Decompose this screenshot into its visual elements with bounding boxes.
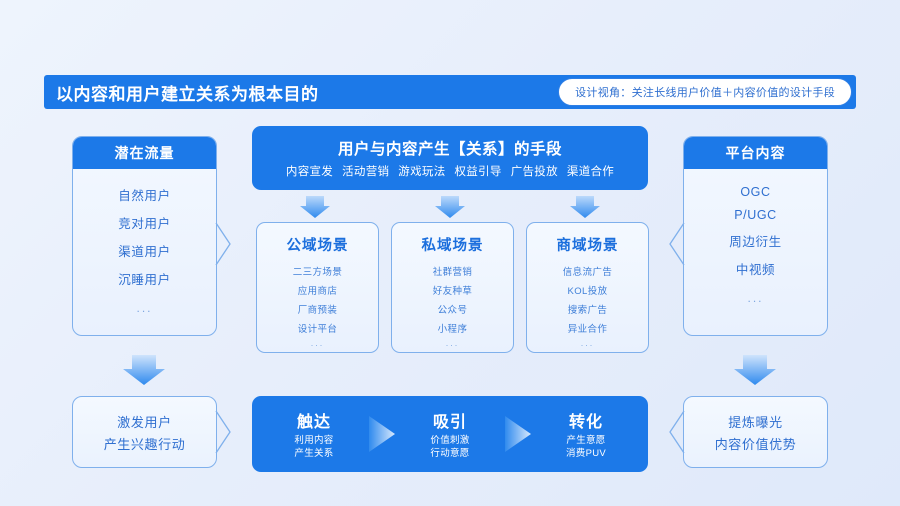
list-item: 自然用户: [118, 189, 171, 203]
method-tag: 活动营销: [342, 166, 390, 178]
list-item: KOL投放: [567, 286, 608, 297]
method-tag: 游戏玩法: [398, 166, 446, 178]
card-commercial-domain-scene-title: 商域场景: [556, 238, 619, 254]
arrow-down-icon: [300, 196, 330, 218]
list-item: OGC: [740, 185, 771, 199]
funnel-step-title: 吸引: [432, 413, 467, 431]
method-tag: 广告投放: [510, 166, 558, 178]
card-platform-content-body: OGC P/UGC 周边衍生 中视频 ...: [684, 169, 827, 305]
card-potential-traffic-title: 潜在流量: [114, 145, 175, 161]
private-domain-scene-ellipsis: ...: [445, 338, 460, 348]
platform-content-list: OGC P/UGC 周边衍生 中视频: [729, 185, 781, 278]
potential-traffic-list: 自然用户 竞对用户 渠道用户 沉睡用户: [118, 185, 170, 288]
arrow-right-icon: [367, 414, 397, 454]
funnel-step-line2: 消费PUV: [565, 447, 607, 459]
funnel-step-convert: 转化 产生意愿 消费PUV: [540, 408, 632, 461]
potential-traffic-ellipsis: ...: [136, 301, 153, 315]
relationship-methods-tags: 内容宣发 活动营销 游戏玩法 权益引导 广告投放 渠道合作: [286, 163, 614, 179]
card-commercial-domain-scene: 商域场景 信息流广告 KOL投放 搜索广告 异业合作 ...: [526, 222, 649, 353]
public-domain-scene-list: 二三方场景 应用商店 厂商预装 设计平台: [293, 264, 343, 335]
conversion-funnel-bar: 触达 利用内容 产生关系 吸引 价值刺激 行动意愿: [252, 396, 648, 472]
slide-title-bar: 以内容和用户建立关系为根本目的 设计视角：关注长线用户价值＋内容价值的设计手段: [44, 75, 856, 109]
chevron-right-icon: [215, 410, 232, 454]
commercial-domain-scene-ellipsis: ...: [580, 338, 595, 348]
funnel-step-line1: 利用内容: [294, 434, 334, 446]
list-item: 应用商店: [297, 286, 338, 297]
funnel-step-line1: 产生意愿: [566, 434, 606, 446]
card-potential-traffic-header: 潜在流量: [73, 137, 216, 169]
list-item: 异业合作: [567, 324, 608, 335]
chevron-left-icon: [668, 222, 685, 266]
private-domain-scene-list: 社群营销 好友种草 公众号 小程序: [433, 264, 473, 335]
method-tag: 渠道合作: [566, 166, 615, 178]
relationship-methods-header: 用户与内容产生【关系】的手段 内容宣发 活动营销 游戏玩法 权益引导 广告投放 …: [252, 126, 648, 190]
public-domain-scene-ellipsis: ...: [310, 338, 325, 348]
list-item: 竞对用户: [118, 217, 171, 231]
list-item: 周边衍生: [729, 235, 782, 249]
design-perspective-badge: 设计视角：关注长线用户价值＋内容价值的设计手段: [558, 78, 852, 106]
commercial-domain-scene-list: 信息流广告 KOL投放 搜索广告 异业合作: [563, 264, 613, 335]
arrow-down-icon: [123, 355, 165, 385]
funnel-step-attract: 吸引 价值刺激 行动意愿: [404, 408, 496, 461]
list-item: 好友种草: [432, 286, 473, 297]
list-item: 二三方场景: [292, 267, 343, 278]
funnel-step-line2: 产生关系: [294, 447, 334, 459]
arrow-down-icon: [570, 196, 600, 218]
list-item: P/UGC: [734, 208, 777, 222]
card-potential-traffic: 潜在流量 自然用户 竞对用户 渠道用户 沉睡用户 ...: [72, 136, 217, 336]
card-private-domain-scene-title: 私域场景: [421, 238, 484, 254]
funnel-step-reach: 触达 利用内容 产生关系: [268, 408, 360, 461]
list-item: 沉睡用户: [118, 273, 171, 287]
list-item: 搜索广告: [567, 305, 608, 316]
arrow-right-icon: [503, 414, 533, 454]
bubble-line: 激发用户: [117, 414, 172, 430]
bubble-line: 提炼曝光: [728, 414, 783, 430]
bubble-refine-content-value: 提炼曝光 内容价值优势: [683, 396, 828, 468]
arrow-down-icon: [435, 196, 465, 218]
chevron-left-icon: [668, 410, 685, 454]
card-potential-traffic-body: 自然用户 竞对用户 渠道用户 沉睡用户 ...: [73, 169, 216, 315]
list-item: 中视频: [735, 263, 776, 277]
page-title: 以内容和用户建立关系为根本目的: [56, 84, 319, 104]
method-tag: 权益引导: [454, 166, 502, 178]
bubble-stimulate-user-interest: 激发用户 产生兴趣行动: [72, 396, 217, 468]
card-public-domain-scene-title: 公域场景: [286, 238, 349, 254]
bubble-line: 内容价值优势: [714, 436, 797, 452]
list-item: 厂商预装: [297, 305, 338, 316]
list-item: 社群营销: [432, 267, 473, 278]
card-platform-content-title: 平台内容: [725, 145, 786, 161]
bubble-line: 产生兴趣行动: [103, 436, 186, 452]
list-item: 设计平台: [297, 324, 338, 335]
funnel-step-line2: 行动意愿: [430, 447, 470, 459]
funnel-step-title: 转化: [568, 413, 603, 431]
card-platform-content: 平台内容 OGC P/UGC 周边衍生 中视频 ...: [683, 136, 828, 336]
list-item: 渠道用户: [118, 245, 171, 259]
list-item: 信息流广告: [562, 267, 613, 278]
funnel-step-line1: 价值刺激: [430, 434, 470, 446]
card-public-domain-scene: 公域场景 二三方场景 应用商店 厂商预装 设计平台 ...: [256, 222, 379, 353]
relationship-methods-title: 用户与内容产生【关系】的手段: [337, 141, 562, 158]
method-tag: 内容宣发: [285, 166, 334, 178]
design-perspective-badge-label: 设计视角：关注长线用户价值＋内容价值的设计手段: [575, 87, 835, 99]
card-private-domain-scene: 私域场景 社群营销 好友种草 公众号 小程序 ...: [391, 222, 514, 353]
arrow-down-icon: [734, 355, 776, 385]
list-item: 公众号: [437, 305, 468, 316]
funnel-step-title: 触达: [296, 413, 331, 431]
chevron-right-icon: [215, 222, 232, 266]
card-platform-content-header: 平台内容: [684, 137, 827, 169]
platform-content-ellipsis: ...: [747, 291, 764, 305]
list-item: 小程序: [437, 324, 468, 335]
